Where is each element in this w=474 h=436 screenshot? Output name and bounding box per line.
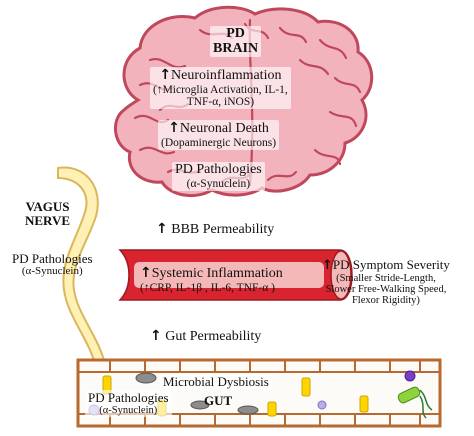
gut-pathologies-label: PD Pathologies — [88, 390, 169, 405]
up-arrow-icon: ↑ — [150, 328, 162, 344]
symptom-severity-block: ↑PD Symptom Severity (Smaller Stride-Len… — [322, 258, 450, 306]
neuroinflammation-label: Neuroinflammation — [171, 68, 282, 83]
symptom-severity-label: PD Symptom Severity — [332, 257, 450, 272]
brain-title: PD BRAIN — [210, 26, 262, 58]
microbe-yellow — [359, 395, 369, 413]
neuroinflammation-detail-line1: (↑Microglia Activation, IL-1, — [153, 83, 288, 96]
vagus-pathologies-label: PD Pathologies — [12, 251, 93, 266]
up-arrow-icon: ↑ — [159, 67, 172, 83]
systemic-inflammation-detail: (↑CRP, IL-1β , IL-6, TNF-α ) — [140, 281, 275, 294]
up-arrow-icon: ↑ — [156, 221, 168, 237]
vagus-nerve-title: VAGUS NERVE — [25, 200, 70, 227]
microbe-gray — [190, 400, 210, 410]
vagus-pathologies-block: PD Pathologies (α-Synuclein) — [12, 252, 93, 277]
microbe-purple — [317, 400, 327, 410]
bbb-permeability-label: BBB Permeability — [171, 222, 275, 237]
microbe-yellow — [267, 401, 277, 417]
neuronal-death-label: Neuronal Death — [179, 121, 269, 136]
microbial-dysbiosis: Microbial Dysbiosis — [160, 374, 272, 390]
gut-permeability: ↑ Gut Permeability — [150, 329, 261, 345]
gut-pathologies-detail: (α-Synuclein) — [99, 404, 158, 416]
systemic-inflammation-block: ↑Systemic Inflammation (↑CRP, IL-1β , IL… — [140, 266, 283, 294]
microbe-green — [397, 386, 421, 404]
up-arrow-icon: ↑ — [140, 265, 152, 281]
gut-title: GUT — [204, 393, 233, 408]
vagus-line2: NERVE — [25, 212, 71, 228]
vessel-opening — [330, 250, 352, 300]
up-arrow-icon: ↑ — [168, 120, 180, 136]
systemic-inflammation-label: Systemic Inflammation — [151, 266, 283, 281]
neuronal-death-block: ↑Neuronal Death (Dopaminergic Neurons) — [158, 120, 280, 150]
brain-title-line2: BRAIN — [213, 40, 259, 56]
neuronal-death-detail: (Dopaminergic Neurons) — [161, 136, 277, 149]
brain-title-line1: PD — [226, 26, 245, 41]
blood-vessel — [118, 249, 353, 301]
symptom-detail-line2: Slower Free-Walking Speed, — [325, 283, 447, 295]
gut-pathologies-block: PD Pathologies (α-Synuclein) — [85, 390, 172, 417]
vessel-label-plate — [134, 262, 324, 288]
vagus-line1: VAGUS — [25, 199, 70, 214]
neuroinflammation-detail-line2: TNF-α, iNOS) — [186, 95, 255, 108]
brain-pathologies-detail: (α-Synuclein) — [186, 177, 251, 190]
microbe-gray — [237, 405, 259, 415]
microbe-yellow — [301, 377, 311, 397]
neuroinflammation-block: ↑Neuroinflammation (↑Microglia Activatio… — [150, 67, 291, 109]
symptom-detail-line3: Flexor Rigidity) — [351, 294, 420, 306]
microbe-purple — [404, 370, 416, 382]
brain-pathologies-block: PD Pathologies (α-Synuclein) — [172, 162, 265, 191]
bbb-permeability: ↑ BBB Permeability — [156, 222, 274, 238]
vagus-pathologies-detail: (α-Synuclein) — [21, 264, 83, 277]
up-arrow-icon: ↑ — [322, 258, 333, 273]
microbe-flagella — [419, 389, 433, 419]
brain-pathologies-label: PD Pathologies — [175, 162, 262, 177]
gut-permeability-label: Gut Permeability — [165, 329, 262, 344]
microbe-gray — [135, 372, 157, 384]
symptom-detail-line1: (Smaller Stride-Length, — [336, 272, 436, 284]
